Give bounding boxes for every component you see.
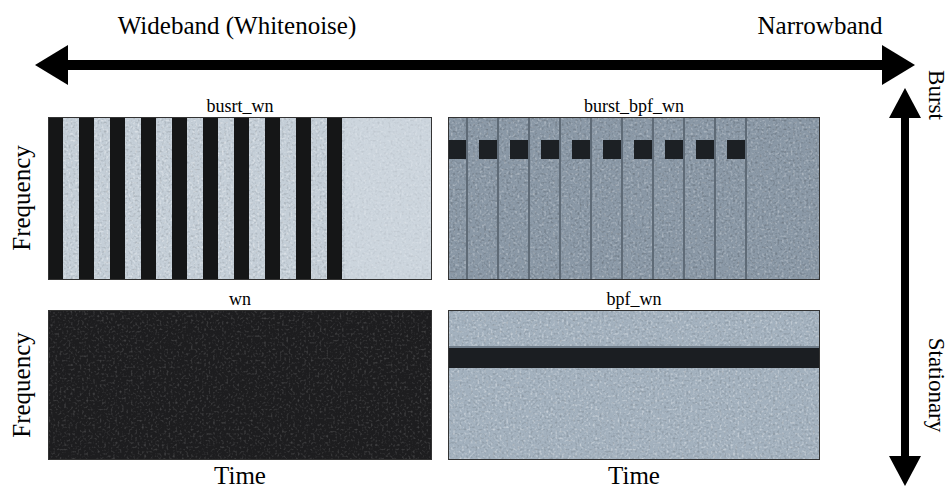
panel-title: burst_bpf_wn [448, 96, 820, 116]
axis-label: Time [214, 462, 266, 490]
axis-label: Narrowband [758, 12, 883, 40]
spectrogram-panel [448, 117, 820, 280]
spectrogram-node: wn [48, 289, 432, 460]
panel-title: bpf_wn [448, 289, 820, 309]
spectrogram-panel [448, 310, 820, 460]
spectrogram-node: burst_bpf_wn [448, 96, 820, 280]
double-arrow [889, 88, 921, 486]
axis-label: Frequency [8, 145, 36, 251]
spectrogram-node: busrt_wn [48, 96, 432, 280]
panel-title: busrt_wn [48, 96, 432, 116]
axis-label: Burst [922, 70, 950, 120]
double-arrow [35, 45, 915, 85]
spectrogram-node: bpf_wn [448, 289, 820, 460]
panel-title: wn [48, 289, 432, 309]
spectrogram-panel [48, 117, 432, 280]
axis-label: Time [608, 462, 660, 490]
axis-label: Wideband (Whitenoise) [118, 12, 357, 40]
axis-label: Stationary [922, 338, 950, 433]
axis-label: Frequency [8, 332, 36, 438]
spectrogram-panel [48, 310, 432, 460]
